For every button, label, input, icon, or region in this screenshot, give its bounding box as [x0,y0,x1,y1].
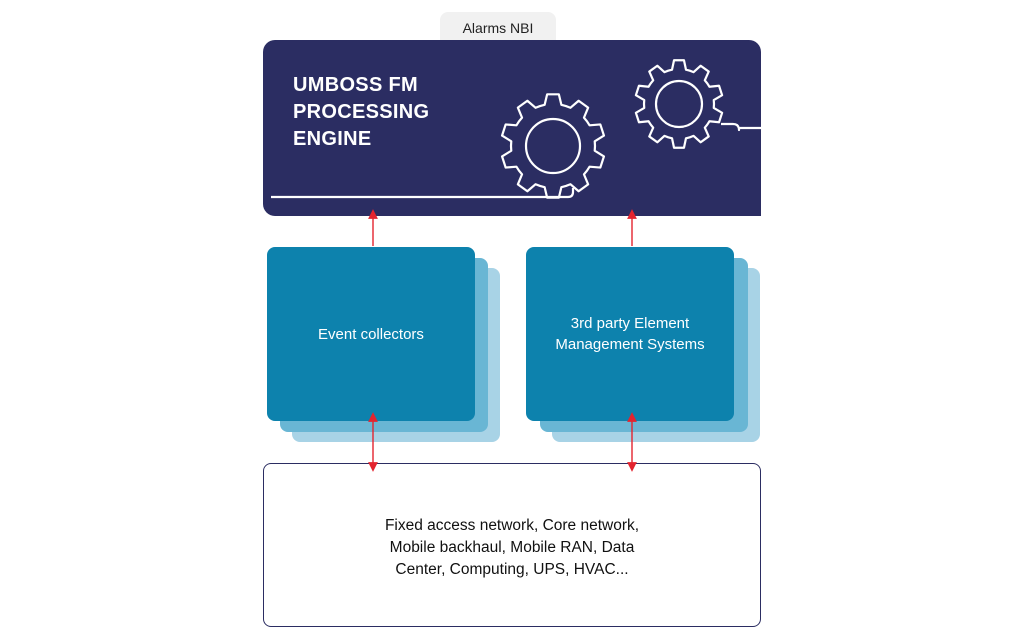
engine-title-line: ENGINE [293,128,372,150]
network-domains-box: Fixed access network, Core network, Mobi… [263,463,761,627]
small-gear-icon [634,59,724,149]
network-label-line: Fixed access network, Core network, [384,517,640,534]
engine-title-line: PROCESSING [293,101,430,123]
ems-label-line: 3rd party Element [570,315,690,332]
engine-title-line: UMBOSS FM [293,74,418,96]
ems-label: 3rd party Element Management Systems [555,313,704,355]
engine-title: UMBOSS FM PROCESSING ENGINE [293,72,513,153]
network-domains-label: Fixed access network, Core network, Mobi… [362,509,662,581]
engine-right-line [721,122,761,132]
event-collectors-card: Event collectors [267,247,475,421]
alarms-nbi-label: Alarms NBI [462,20,534,36]
large-gear-icon [500,93,606,199]
processing-engine-panel: UMBOSS FM PROCESSING ENGINE [263,40,761,216]
ems-label-line: Management Systems [555,336,705,353]
engine-baseline-line [271,188,575,199]
network-label-line: Mobile backhaul, Mobile RAN, Data [389,539,635,556]
ems-card: 3rd party Element Management Systems [526,247,734,421]
network-label-line: Center, Computing, UPS, HVAC... [395,561,629,578]
gears-icon [271,59,761,199]
event-collectors-label: Event collectors [318,325,424,343]
